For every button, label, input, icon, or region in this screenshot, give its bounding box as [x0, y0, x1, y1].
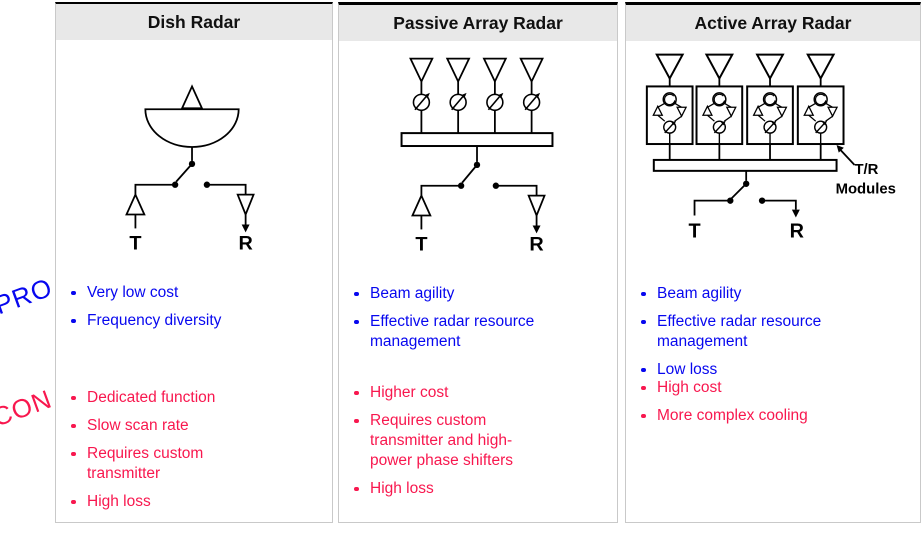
column-title-dish: Dish Radar	[56, 4, 332, 40]
bullet-item: Very low cost	[71, 283, 269, 303]
bullet-item: Effective radar resource management	[354, 312, 552, 352]
bullet-item: High loss	[354, 479, 552, 499]
duplexer-switch-icon	[171, 160, 211, 188]
feed-network-bar	[400, 132, 554, 148]
bullet-item: Requires custom transmitter and high-pow…	[354, 411, 552, 471]
column-active-array-radar: Active Array Radar	[625, 2, 921, 523]
transmitter-branch-icon	[411, 184, 462, 230]
antenna-elements-row	[409, 57, 544, 95]
bullet-item: Frequency diversity	[71, 311, 269, 331]
bullet-item: More complex cooling	[641, 406, 839, 426]
tr-modules-annotation-line2: Modules	[836, 182, 896, 198]
bullet-item: Higher cost	[354, 383, 552, 403]
tr-modules-annotation-line1: T/R	[854, 162, 878, 178]
pro-side-label: PRO	[0, 271, 57, 321]
column-passive-array-radar: Passive Array Radar	[338, 2, 618, 523]
transmit-label: T	[415, 233, 427, 255]
bullet-item: Beam agility	[354, 284, 552, 304]
passive-array-diagram: T R	[400, 57, 554, 255]
active-array-diagram: T R T/R Modules	[645, 53, 896, 242]
receiver-branch-icon	[206, 183, 255, 233]
tr-modules-callout-arrow	[836, 145, 856, 166]
bullet-item: Effective radar resource management	[641, 312, 839, 352]
bullet-item: Low loss	[641, 360, 839, 380]
phase-shifters-row	[412, 92, 541, 134]
con-side-label: CON	[0, 383, 56, 433]
receiver-branch-icon	[495, 184, 546, 234]
transmit-label: T	[688, 220, 700, 242]
bullet-item: Requires custom transmitter	[71, 444, 269, 484]
tr-modules-row	[645, 85, 845, 160]
column-title-passive: Passive Array Radar	[339, 5, 617, 41]
bullet-item: Dedicated function	[71, 388, 269, 408]
receiver-branch-icon	[762, 199, 800, 218]
bullet-item: High loss	[71, 492, 269, 512]
receive-label: R	[790, 220, 804, 242]
dish-radar-diagram: T R	[125, 84, 255, 254]
column-title-active: Active Array Radar	[626, 5, 920, 41]
bullet-item: Beam agility	[641, 284, 839, 304]
bullet-item: Slow scan rate	[71, 416, 269, 436]
column-dish-radar: Dish Radar	[55, 2, 333, 523]
transmitter-branch-icon	[125, 183, 176, 229]
receive-label: R	[238, 232, 252, 254]
duplexer-switch-icon	[727, 170, 766, 204]
bullet-item: High cost	[641, 378, 839, 398]
receive-label: R	[529, 233, 543, 255]
feed-network-bar	[652, 158, 838, 172]
dish-antenna-icon	[144, 84, 240, 161]
transmitter-branch-icon	[693, 199, 731, 216]
duplexer-switch-icon	[457, 146, 500, 189]
transmit-label: T	[129, 232, 141, 254]
antenna-elements-row	[655, 53, 835, 87]
